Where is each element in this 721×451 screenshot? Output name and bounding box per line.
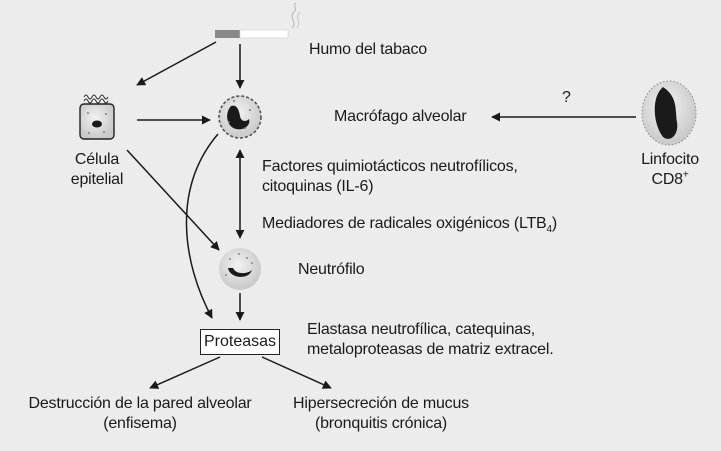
lymphocyte-superscript: + (682, 169, 689, 181)
enzymes-label-line1: Elastasa neutrofílica, catequinas, (307, 321, 536, 338)
lymphocyte-label-line1: Linfocito (641, 151, 699, 168)
cigarette-icon (215, 2, 301, 39)
macrophage-label: Macrófago alveolar (334, 108, 467, 125)
arrow-epithelial-to-neutrophil (126, 149, 220, 251)
proteases-box: Proteasas (200, 329, 280, 355)
unknown-mechanism-label: ? (562, 89, 571, 106)
enzymes-label-line2: metaloproteasas de matriz extracel. (307, 341, 554, 358)
arrow-macrophage-to-proteases (185, 133, 219, 319)
arrows (126, 41, 636, 389)
macrophage-icon (218, 95, 262, 139)
mediators-subscript: 4 (546, 224, 553, 236)
cd8-lymphocyte-icon (641, 80, 697, 146)
mediators-label: Mediadores de radicales oxigénicos (LTB4… (262, 215, 558, 236)
epithelial-label-line1: Célula (74, 151, 120, 168)
neutrophil-icon (219, 248, 261, 290)
emphysema-label-line2: (enfisema) (103, 415, 177, 432)
arrow-smoke-to-epithelial (136, 41, 217, 86)
neutrophil-label: Neutrófilo (298, 261, 365, 278)
emphysema-label-line1: Destrucción de la pared alveolar (28, 395, 252, 412)
arrow-proteases-to-emphysema (149, 356, 221, 389)
bronchitis-label-line1: Hipersecreción de mucus (293, 395, 469, 412)
epithelial-cell-icon (79, 94, 115, 140)
factors-label-line1: Factores quimiotácticos neutrofílicos, (262, 158, 518, 175)
arrow-proteases-to-bronchitis (261, 356, 332, 389)
bronchitis-label-line2: (bronquitis crónica) (314, 415, 448, 432)
smoke-label: Humo del tabaco (309, 41, 427, 58)
factors-label-line2: citoquinas (IL-6) (262, 178, 374, 195)
epithelial-label-line2: epitelial (70, 171, 124, 188)
lymphocyte-label-line2: CD8+ (651, 169, 689, 188)
